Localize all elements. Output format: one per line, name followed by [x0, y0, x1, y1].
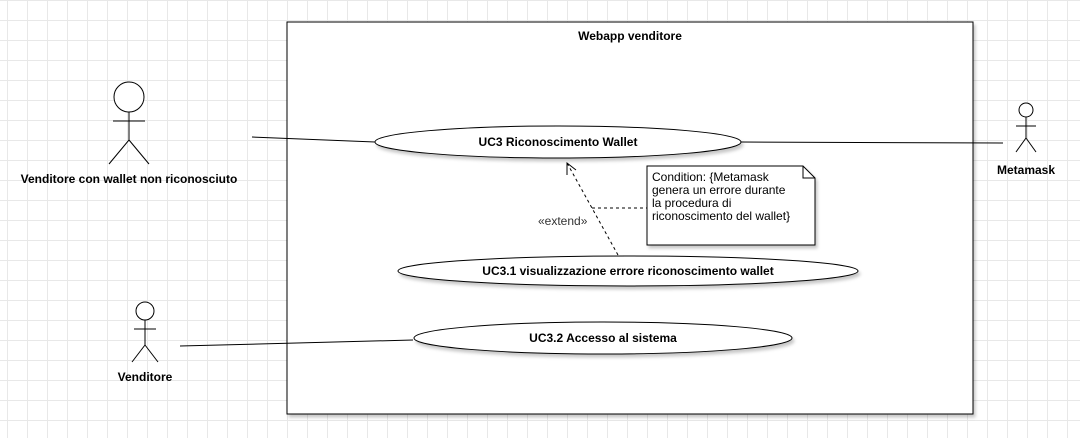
association-uc3-metamask[interactable] [740, 141, 1004, 144]
use-case-uc3-2-label: UC3.2 Accesso al sistema [529, 331, 677, 345]
actor-venditore[interactable] [131, 301, 159, 363]
extend-arrowhead [566, 161, 577, 175]
association-main-uc3[interactable] [251, 136, 376, 143]
system-boundary[interactable] [286, 21, 974, 415]
use-case-uc3[interactable] [374, 125, 742, 159]
actor-metamask-head [1018, 102, 1034, 118]
note-line-4: riconoscimento del wallet} [652, 209, 790, 223]
note-line-2: genera un errore durante [652, 183, 786, 197]
note-fold [802, 166, 815, 179]
actor-venditore-head [135, 301, 155, 321]
note-line-1: Condition: {Metamask [652, 170, 770, 184]
actor-main-label: Venditore con wallet non riconosciuto [21, 172, 238, 186]
actor-main[interactable] [108, 81, 150, 165]
actor-metamask-label: Metamask [997, 163, 1055, 177]
actor-metamask[interactable] [1015, 102, 1037, 153]
use-case-uc3-1[interactable] [397, 255, 859, 287]
extend-label: «extend» [538, 214, 588, 228]
association-venditore-uc3-2[interactable] [179, 339, 414, 347]
use-case-uc3-2[interactable] [413, 321, 793, 355]
system-title: Webapp venditore [578, 29, 682, 43]
actor-main-head [113, 81, 145, 113]
note-line-3: la procedura di [652, 196, 731, 210]
condition-note[interactable] [646, 165, 816, 246]
use-case-uc3-1-label: UC3.1 visualizzazione errore riconoscime… [482, 264, 773, 278]
use-case-uc3-label: UC3 Riconoscimento Wallet [479, 135, 638, 149]
actor-venditore-label: Venditore [118, 370, 173, 384]
